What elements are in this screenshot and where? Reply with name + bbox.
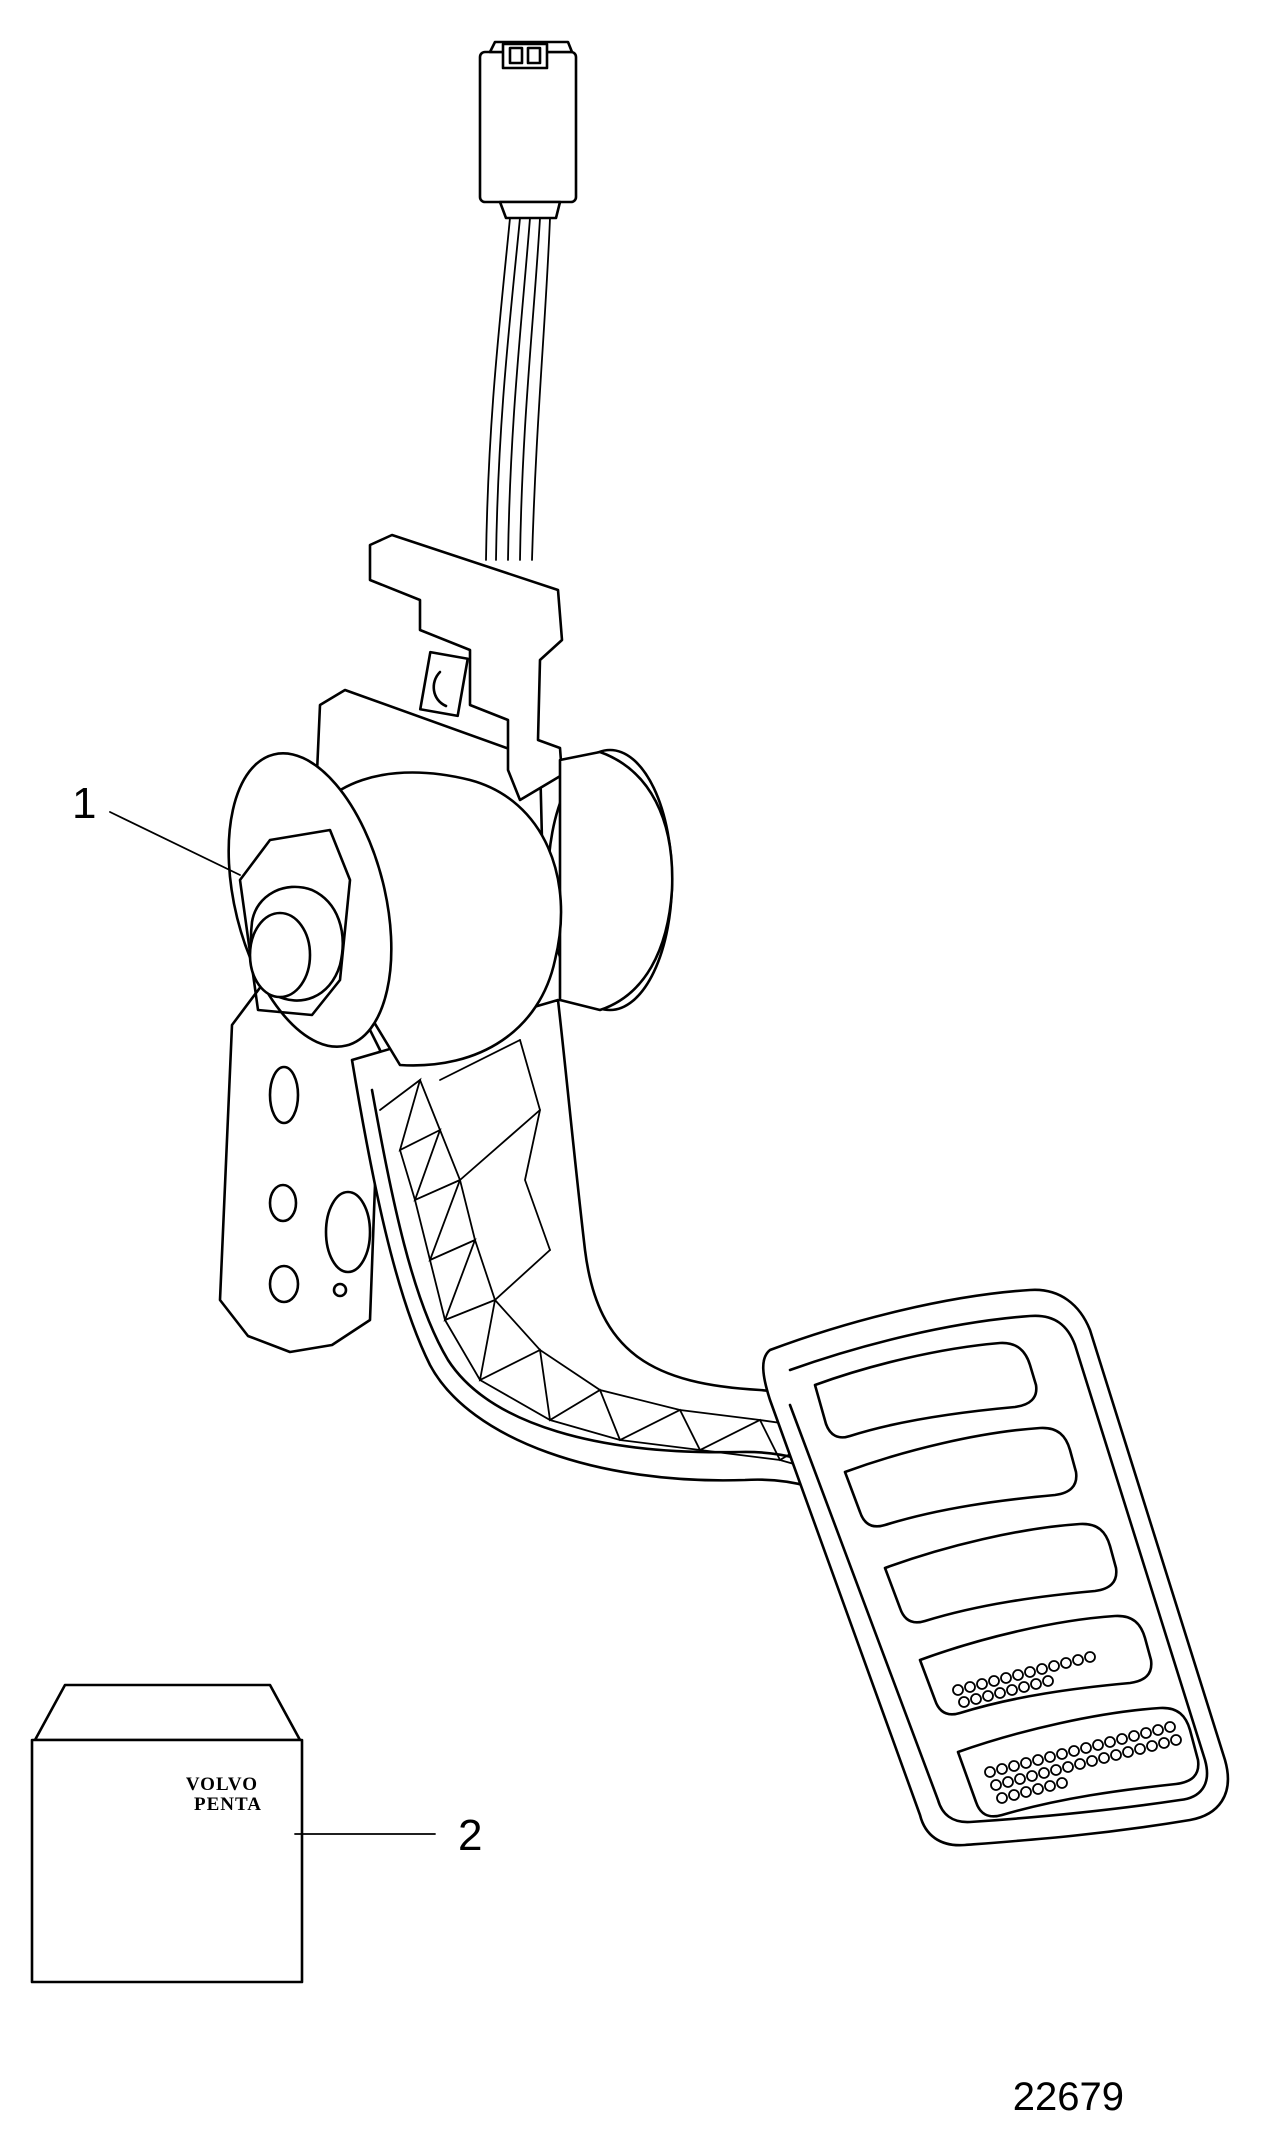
callout-2-label: 2: [458, 1811, 482, 1860]
truss-lattice-icon: [379, 1039, 891, 1482]
grip-dots-icon: [984, 1721, 1182, 1804]
pad-rib-2: [843, 1426, 1078, 1528]
pad-rib-3: [883, 1522, 1118, 1624]
callout-1: 1: [72, 779, 241, 876]
pad-rib-5: [956, 1706, 1200, 1818]
connector-icon: [478, 40, 578, 220]
grip-dots-icon: [952, 1651, 1096, 1708]
bag-logo-line2: PENTA: [194, 1794, 262, 1815]
wire-harness-icon: [485, 217, 551, 561]
pad-rib-4: [918, 1614, 1153, 1716]
callout-2: 2: [294, 1811, 482, 1860]
parts-bag-icon: VOLVO PENTA: [30, 1683, 304, 1984]
figure-number: 22679: [1013, 2075, 1124, 2119]
callout-1-label: 1: [72, 779, 96, 828]
pad-rib-1: [813, 1341, 1038, 1439]
bag-logo-line1: VOLVO: [186, 1774, 258, 1795]
foot-pad-icon: [761, 1288, 1230, 1847]
